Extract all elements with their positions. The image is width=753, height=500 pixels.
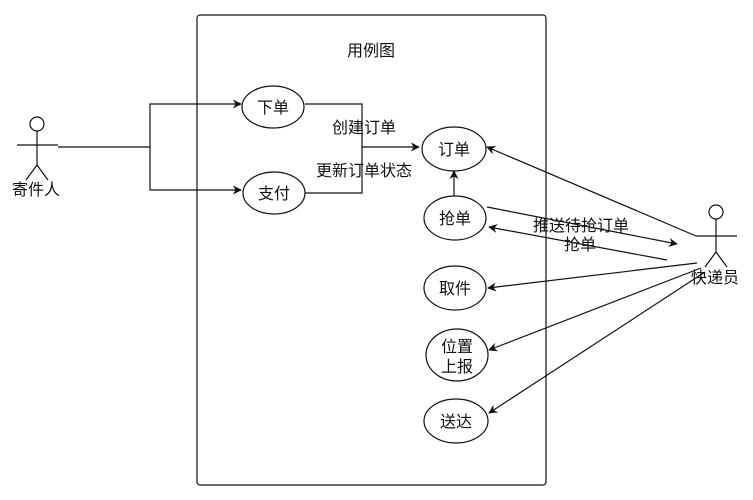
actor-sender[interactable]: 寄件人 bbox=[12, 116, 60, 199]
use-case-location-report-label-2: 上报 bbox=[441, 357, 473, 376]
system-boundary bbox=[196, 14, 547, 486]
use-case-location-report-label-1: 位置 bbox=[441, 337, 473, 356]
actor-sender-label: 寄件人 bbox=[12, 180, 60, 199]
actor-courier[interactable]: 快递员 bbox=[691, 204, 739, 287]
use-case-place-order-label: 下单 bbox=[257, 98, 289, 117]
use-case-place-order[interactable]: 下单 bbox=[241, 85, 305, 129]
actor-courier-label: 快递员 bbox=[691, 268, 739, 287]
courier-connectors bbox=[486, 146, 706, 414]
edge-label-create-order: 创建订单 bbox=[332, 118, 396, 137]
use-case-order-label: 订单 bbox=[438, 140, 470, 159]
use-case-pickup[interactable]: 取件 bbox=[423, 265, 487, 311]
edge-label-update-status: 更新订单状态 bbox=[316, 161, 412, 180]
use-case-pay[interactable]: 支付 bbox=[242, 171, 306, 215]
use-case-pickup-label: 取件 bbox=[439, 279, 471, 298]
order-connectors bbox=[305, 103, 420, 194]
edge-label-grab: 抢单 bbox=[564, 235, 596, 254]
system-title: 用例图 bbox=[347, 41, 395, 60]
use-case-pay-label: 支付 bbox=[258, 184, 290, 203]
use-case-order[interactable]: 订单 bbox=[421, 126, 487, 172]
stick-figure-icon bbox=[696, 204, 737, 268]
use-case-location-report[interactable]: 位置 上报 bbox=[425, 328, 489, 382]
use-case-deliver[interactable]: 送达 bbox=[423, 398, 489, 444]
edge-label-push-pending: 推送待抢订单 bbox=[533, 216, 629, 235]
use-case-deliver-label: 送达 bbox=[440, 412, 472, 431]
use-case-grab-order-label: 抢单 bbox=[439, 209, 471, 228]
stick-figure-icon bbox=[17, 116, 58, 181]
use-case-grab-order[interactable]: 抢单 bbox=[423, 195, 487, 241]
sender-connectors bbox=[58, 99, 242, 195]
